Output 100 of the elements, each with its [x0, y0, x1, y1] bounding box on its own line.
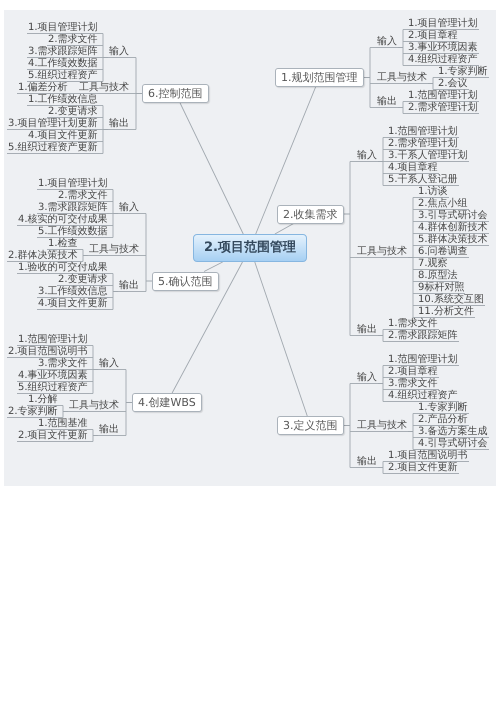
connector-line: [382, 377, 388, 378]
connector-line: [350, 467, 356, 468]
category-topic: 工具与技术: [78, 82, 130, 94]
connector-line: [412, 209, 418, 210]
leaf-topic: 4.项目文件更新: [37, 298, 109, 310]
connector-line: [98, 57, 104, 58]
leaf-topic: 1.检查: [47, 238, 79, 250]
connector-line: [350, 161, 356, 162]
connector-line: [92, 345, 98, 394]
category-topic: 输出: [376, 96, 398, 108]
leaf-topic: 5.群体决策技术: [417, 234, 489, 246]
connector-line: [432, 77, 438, 78]
branch-topic: 1.规划范围管理: [275, 68, 364, 87]
branch-topic: 5.确认范围: [152, 272, 218, 290]
connector-line: [378, 365, 384, 402]
connector-line: [370, 47, 376, 48]
category-topic: 输出: [356, 456, 378, 468]
leaf-topic: 2.项目章程: [387, 366, 439, 378]
connector-line: [382, 461, 388, 462]
leaf-topic: 2.项目文件更新: [17, 430, 89, 442]
connector-line: [382, 401, 388, 402]
connector-line: [402, 41, 408, 42]
connector-line: [140, 255, 146, 256]
connector-line: [72, 93, 78, 94]
connector-line: [102, 105, 108, 154]
connector-line: [130, 57, 136, 58]
leaf-topic: 2.项目文件更新: [387, 462, 459, 474]
connector-line: [402, 53, 408, 54]
connector-line: [108, 189, 114, 190]
leaf-topic: 4.群体创新技术: [417, 222, 489, 234]
connector-line: [428, 77, 434, 90]
connector-line: [382, 137, 388, 138]
category-topic: 输入: [118, 202, 140, 214]
connector-line: [120, 369, 126, 370]
connector-line: [382, 389, 388, 390]
connector-line: [412, 197, 418, 198]
connector-line: [402, 29, 408, 30]
leaf-topic: 1.偏差分析: [17, 82, 69, 94]
leaf-topic: 2.需求管理计划: [407, 102, 479, 114]
leaf-topic: 11.分析文件: [417, 306, 475, 318]
category-topic: 输出: [118, 280, 140, 292]
leaf-topic: 1.访谈: [417, 186, 449, 198]
connector-line: [68, 93, 74, 94]
connector-line: [350, 431, 356, 432]
leaf-topic: 1.范围管理计划: [387, 354, 459, 366]
connector-line: [120, 411, 126, 412]
leaf-topic: 1.项目范围说明书: [387, 450, 469, 462]
connector-line: [398, 29, 404, 66]
leaf-topic: 8.原型法: [417, 270, 459, 282]
leaf-topic: 2.需求文件: [47, 34, 99, 46]
leaf-topic: 5.工作绩效数据: [37, 226, 109, 238]
leaf-topic: 4.工作绩效数据: [27, 58, 99, 70]
connector-line: [108, 237, 114, 238]
branch-topic: 4.创建WBS: [132, 393, 202, 412]
leaf-topic: 1.项目管理计划: [37, 178, 109, 190]
category-topic: 工具与技术: [356, 246, 408, 258]
connector-line: [98, 81, 104, 82]
category-topic: 输入: [376, 36, 398, 48]
leaf-topic: 10.系统交互图: [417, 294, 485, 306]
category-topic: 工具与技术: [88, 244, 140, 256]
connector-line: [98, 33, 104, 34]
connector-line: [130, 129, 136, 130]
connector-line: [98, 153, 104, 154]
leaf-topic: 3.干系人管理计划: [387, 150, 469, 162]
connector-line: [402, 113, 408, 114]
connector-line: [130, 93, 136, 94]
connector-line: [370, 107, 376, 108]
leaf-topic: 5.干系人登记册: [387, 174, 459, 186]
connector-line: [408, 413, 414, 450]
category-topic: 工具与技术: [376, 72, 428, 84]
leaf-topic: 3.需求文件: [37, 358, 89, 370]
connector-line: [88, 429, 94, 430]
leaf-topic: 1.项目管理计划: [407, 18, 479, 30]
branch-line: [254, 262, 308, 416]
category-topic: 输入: [356, 372, 378, 384]
connector-line: [382, 149, 388, 150]
leaf-topic: 1.工作绩效信息: [27, 94, 99, 106]
connector-line: [136, 57, 142, 130]
connector-line: [88, 357, 94, 358]
category-topic: 工具与技术: [356, 420, 408, 432]
leaf-topic: 9标杆对照: [417, 282, 466, 294]
connector-line: [62, 405, 68, 418]
connector-line: [108, 201, 114, 202]
connector-line: [378, 461, 384, 474]
connector-line: [382, 185, 388, 186]
leaf-topic: 5.组织过程资产更新: [7, 142, 99, 154]
leaf-topic: 2.项目范围说明书: [7, 346, 89, 358]
leaf-topic: 2.专家判断: [7, 406, 59, 418]
connector-line: [88, 393, 94, 394]
connector-line: [412, 245, 418, 246]
connector-line: [108, 273, 114, 274]
connector-line: [108, 213, 114, 214]
leaf-topic: 1.范围管理计划: [407, 90, 479, 102]
leaf-topic: 4.项目章程: [387, 162, 439, 174]
branch-topic: 6.控制范围: [142, 84, 208, 103]
leaf-topic: 1.专家判断: [417, 402, 469, 414]
category-topic: 输入: [108, 46, 130, 58]
connector-line: [412, 269, 418, 270]
connector-line: [88, 441, 94, 442]
connector-line: [344, 383, 350, 468]
